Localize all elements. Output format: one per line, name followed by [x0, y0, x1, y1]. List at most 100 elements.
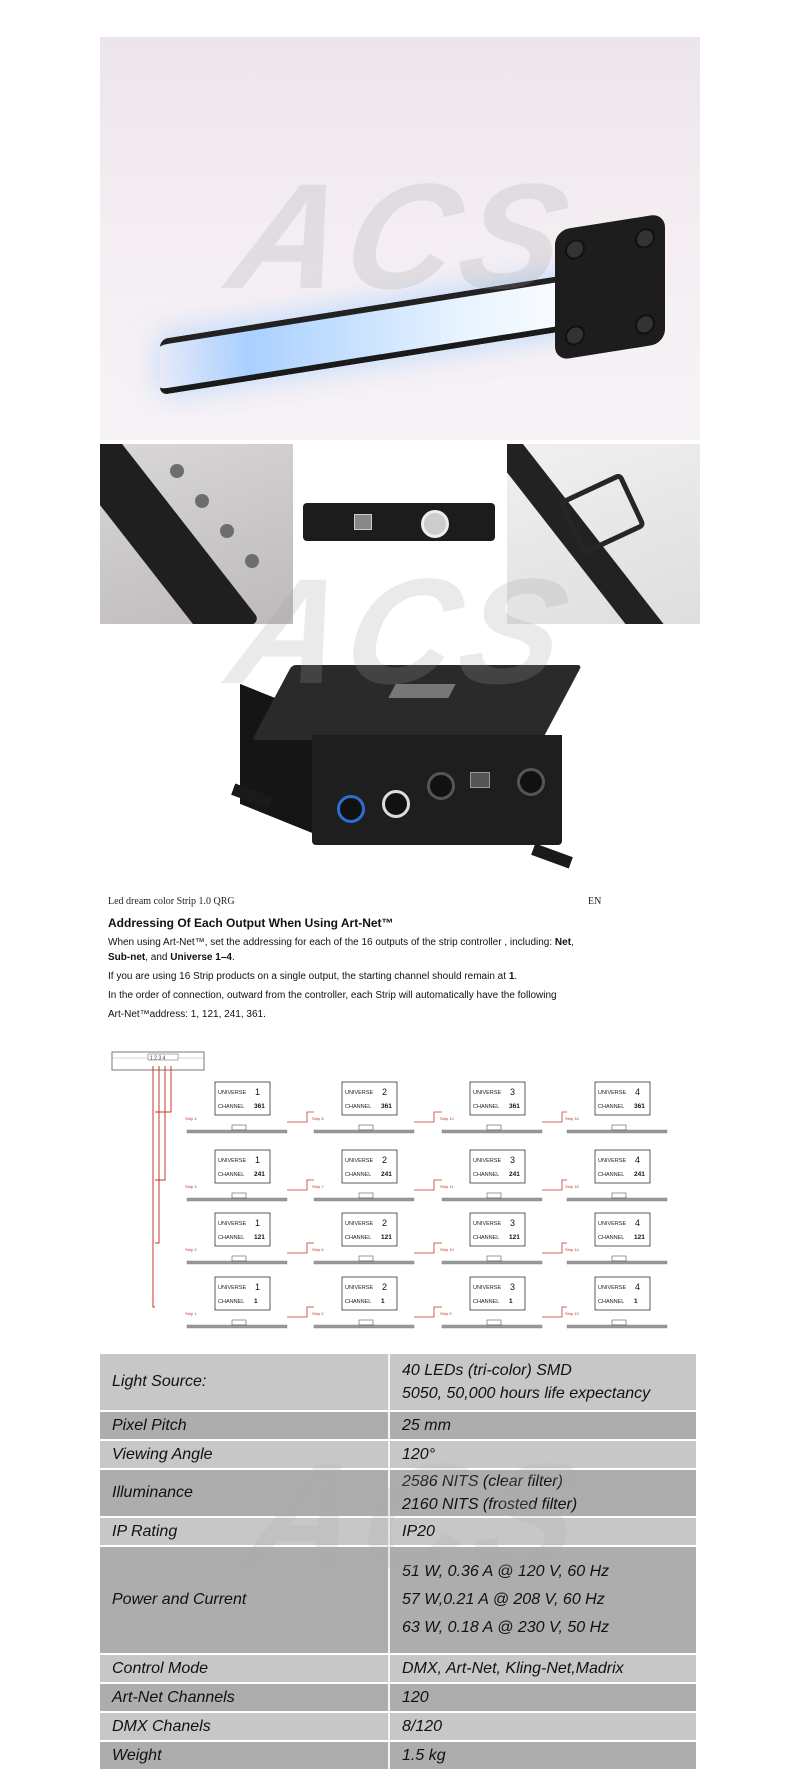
bar-rail: [303, 503, 495, 541]
strip-bar: [313, 1197, 415, 1202]
dmx-out-connector-icon: [517, 768, 545, 796]
controller-display: [388, 684, 456, 698]
universe-label: UNIVERSE: [598, 1285, 626, 1291]
universe-channel-box: [469, 1149, 526, 1184]
strip-label: Strip 5: [312, 1311, 324, 1316]
universe-label: UNIVERSE: [218, 1221, 246, 1227]
strip-bar: [441, 1260, 543, 1265]
strip-link-line: [414, 1111, 442, 1123]
strip-label: Strip 4: [185, 1116, 197, 1121]
channel-number: 361: [509, 1103, 520, 1110]
diagram-output-block: [147, 1053, 179, 1061]
spec-label: Art-Net Channels: [100, 1684, 390, 1711]
universe-label: UNIVERSE: [473, 1221, 501, 1227]
universe-label: UNIVERSE: [473, 1285, 501, 1291]
led-dot: [195, 494, 209, 508]
spec-value-line: IP20: [402, 1523, 435, 1540]
thumbnail-connector-detail: [299, 444, 499, 624]
strip-bracket: [231, 1319, 247, 1326]
strip-label: Strip 7: [312, 1184, 324, 1189]
universe-label: UNIVERSE: [345, 1285, 373, 1291]
strip-label: Strip 10: [440, 1247, 455, 1252]
diagram-feed-line: [152, 1066, 155, 1308]
spec-label: Control Mode: [100, 1655, 390, 1682]
dmx-connector-icon: [427, 772, 455, 800]
channel-label: CHANNEL: [345, 1172, 371, 1178]
spec-value-line: 51 W, 0.36 A @ 120 V, 60 Hz: [402, 1563, 610, 1580]
spec-label: DMX Chanels: [100, 1713, 390, 1740]
led-dot: [170, 464, 184, 478]
strip-link-line: [542, 1242, 567, 1254]
diagram-controller: [111, 1051, 205, 1071]
spec-value: 120: [390, 1684, 696, 1711]
universe-channel-box: [214, 1212, 271, 1247]
strip-bar: [566, 1324, 668, 1329]
strip-bar: [186, 1129, 288, 1134]
strip-link-line: [414, 1179, 442, 1191]
universe-channel-box: [469, 1276, 526, 1311]
led-dot: [245, 554, 259, 568]
channel-label: CHANNEL: [345, 1235, 371, 1241]
spec-value-line: 57 W,0.21 A @ 208 V, 60 Hz: [402, 1591, 605, 1608]
channel-label: CHANNEL: [473, 1299, 499, 1305]
spec-row: Control Mode DMX, Art-Net, Kling-Net,Madr…: [100, 1655, 696, 1682]
channel-label: CHANNEL: [473, 1104, 499, 1110]
universe-number: 4: [635, 1155, 640, 1165]
universe-label: UNIVERSE: [345, 1221, 373, 1227]
spec-value-line: 5050, 50,000 hours life expectancy: [402, 1385, 651, 1402]
spec-value: 25 mm: [390, 1412, 696, 1439]
spec-value: 51 W, 0.36 A @ 120 V, 60 Hz 57 W,0.21 A @…: [390, 1547, 696, 1653]
channel-label: CHANNEL: [598, 1235, 624, 1241]
universe-channel-box: [594, 1081, 651, 1116]
strip-link-line: [542, 1179, 567, 1191]
universe-number: 2: [382, 1155, 387, 1165]
spec-value-line: DMX, Art-Net, Kling-Net,Madrix: [402, 1660, 624, 1677]
strip-label: Strip 13: [565, 1311, 580, 1316]
doc-title-small: Led dream color Strip 1.0 QRG: [108, 896, 235, 907]
diagram-feed-line: [155, 1066, 160, 1244]
strip-bar: [313, 1129, 415, 1134]
strip-label: Strip 14: [565, 1247, 580, 1252]
power-in-connector-icon: [337, 795, 365, 823]
strip-link-line: [542, 1111, 567, 1123]
universe-channel-box: [594, 1212, 651, 1247]
hero-product-photo: [100, 37, 700, 440]
universe-channel-box: [214, 1081, 271, 1116]
strip-bar: [441, 1197, 543, 1202]
universe-label: UNIVERSE: [473, 1158, 501, 1164]
spec-value: DMX, Art-Net, Kling-Net,Madrix: [390, 1655, 696, 1682]
paragraph-4: Art-Net™address: 1, 121, 241, 361.: [108, 1009, 266, 1020]
channel-label: CHANNEL: [218, 1299, 244, 1305]
channel-label: CHANNEL: [598, 1299, 624, 1305]
channel-label: CHANNEL: [218, 1104, 244, 1110]
channel-label: CHANNEL: [473, 1172, 499, 1178]
channel-number: 241: [254, 1171, 265, 1178]
spec-value: 120°: [390, 1441, 696, 1468]
screw-icon: [635, 226, 655, 250]
universe-channel-box: [594, 1276, 651, 1311]
universe-number: 3: [510, 1282, 515, 1292]
strip-bracket: [231, 1192, 247, 1199]
strip-bracket: [358, 1192, 374, 1199]
universe-channel-box: [594, 1149, 651, 1184]
strip-link-line: [542, 1306, 567, 1318]
universe-number: 1: [255, 1218, 260, 1228]
controller-top: [252, 665, 582, 740]
channel-number: 361: [634, 1103, 645, 1110]
power-out-connector-icon: [382, 790, 410, 818]
channel-label: CHANNEL: [218, 1235, 244, 1241]
strip-label: Strip 12: [440, 1116, 455, 1121]
universe-number: 3: [510, 1218, 515, 1228]
universe-number: 2: [382, 1282, 387, 1292]
thumbnail-bracket-detail: [507, 444, 700, 624]
spec-label: Viewing Angle: [100, 1441, 390, 1468]
strip-bracket: [231, 1255, 247, 1262]
